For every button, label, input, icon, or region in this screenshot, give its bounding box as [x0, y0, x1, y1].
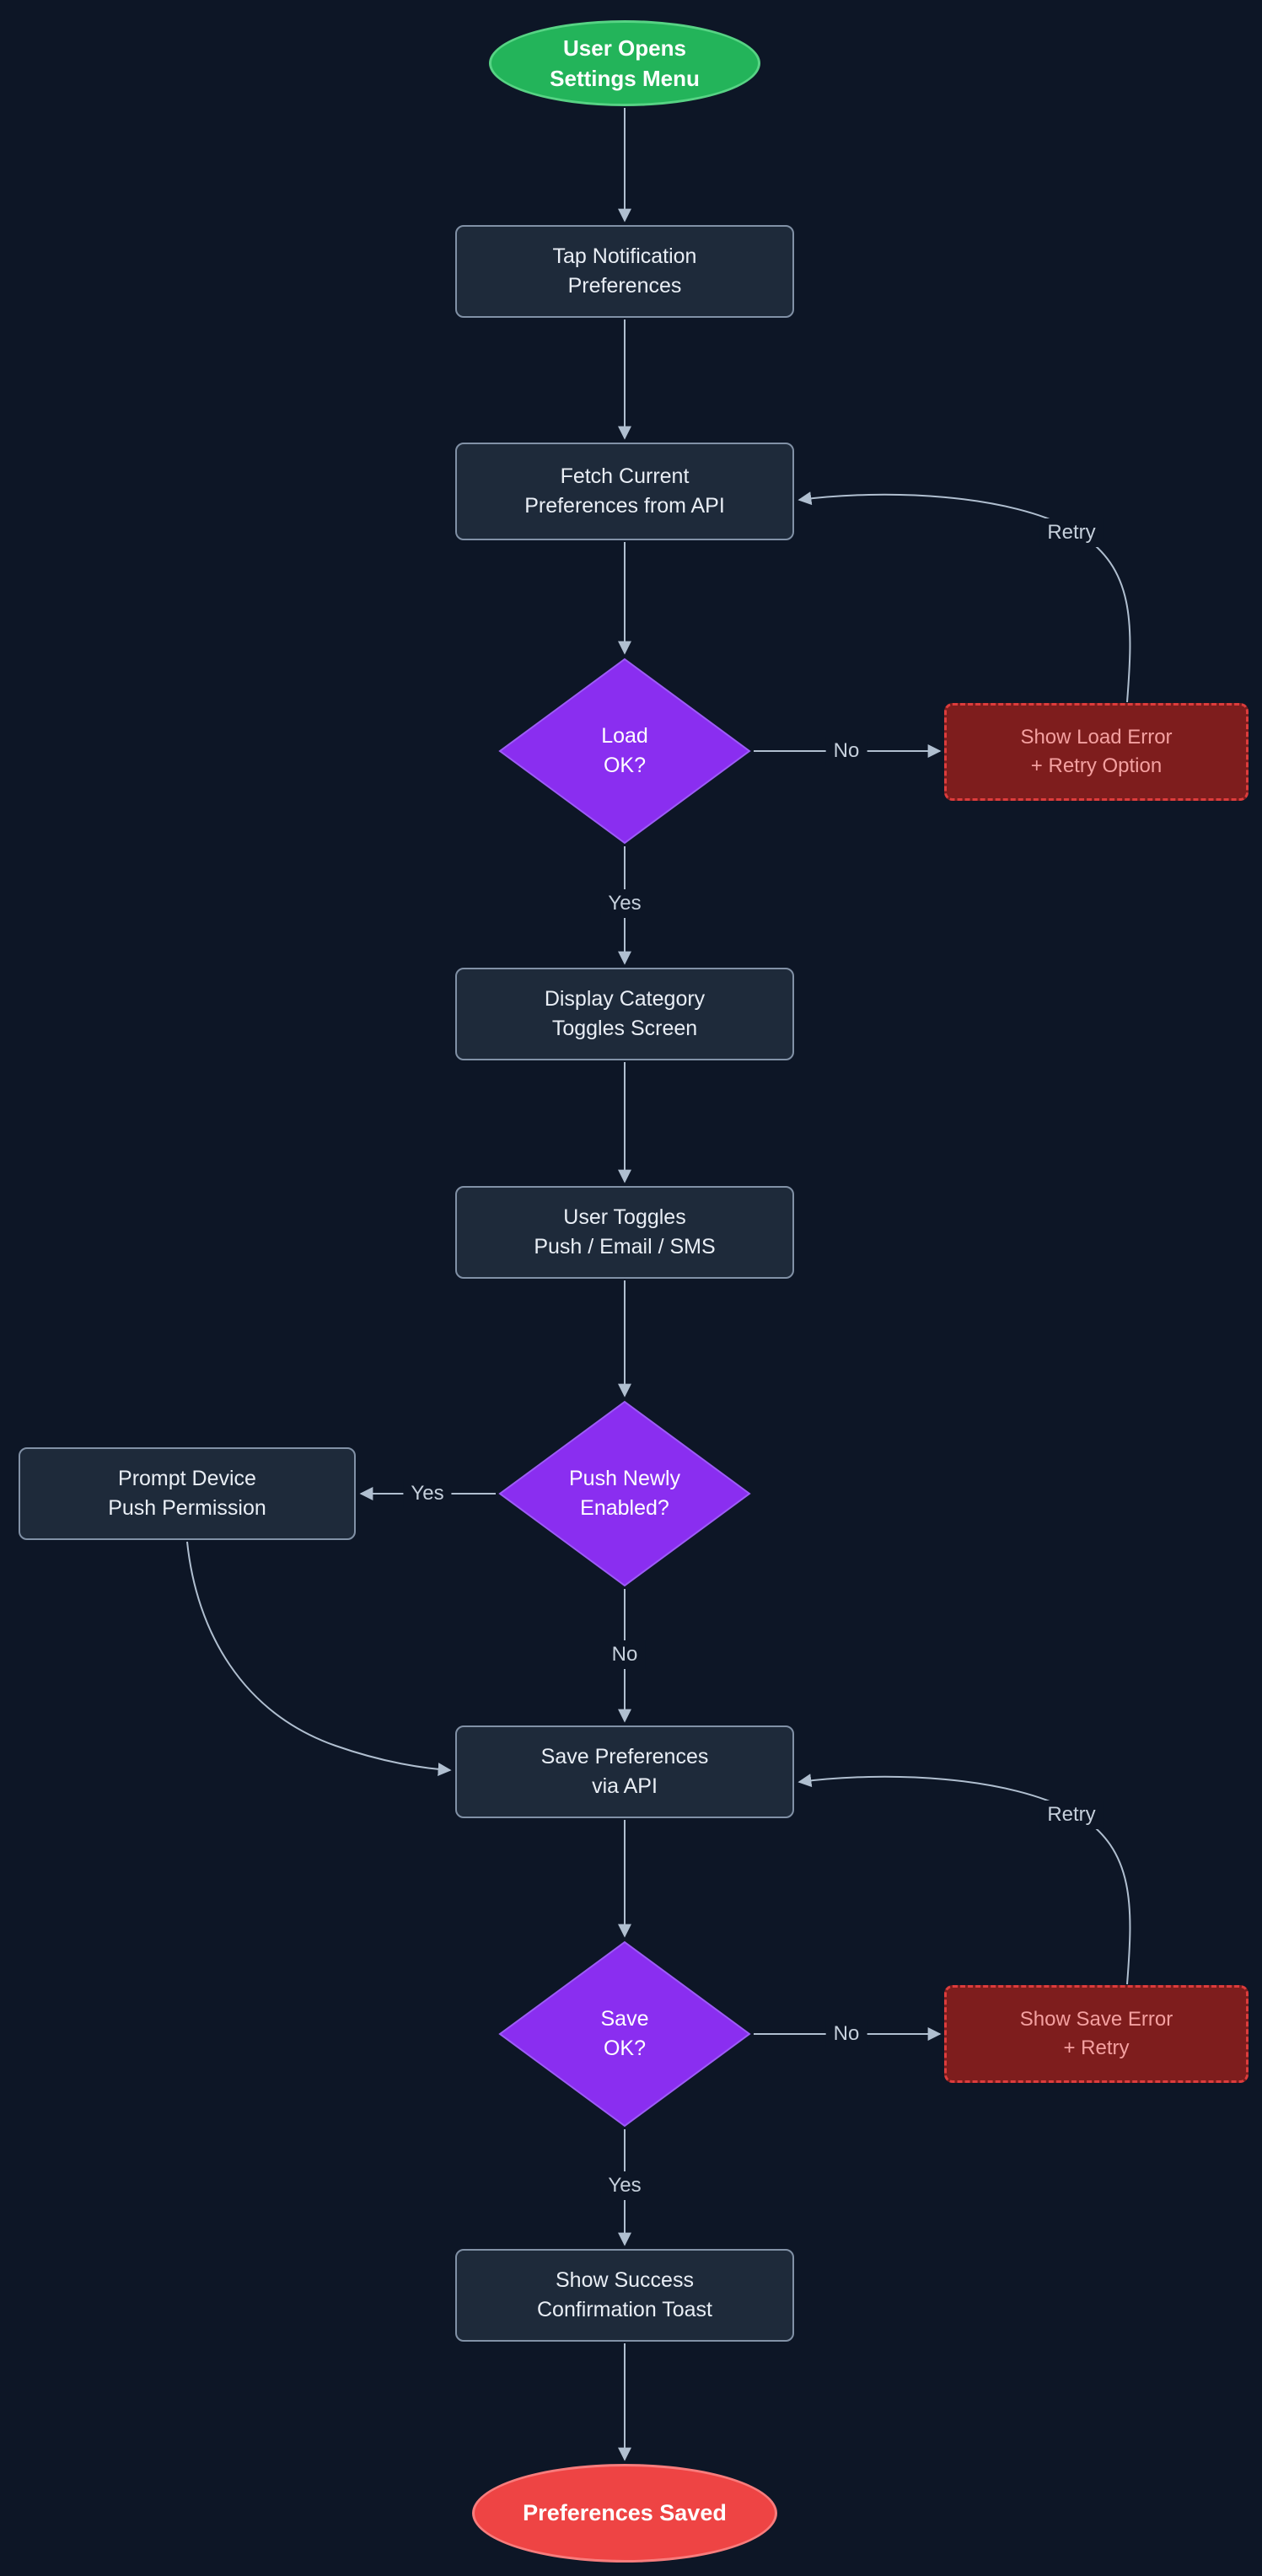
node-decision-save-ok: Save OK? [498, 1940, 751, 2128]
node-show-load-error: Show Load Error + Retry Option [944, 703, 1249, 801]
node-tap-notification-preferences: Tap Notification Preferences [455, 225, 794, 318]
edge-prompt-to-save [186, 1541, 452, 1777]
edge-label-no-save: No [825, 2020, 867, 2048]
node-display-toggles-screen: Display Category Toggles Screen [455, 968, 794, 1060]
node-save-ok-label: Save OK? [600, 2007, 649, 2060]
edge-label-retry-load: Retry [1039, 518, 1104, 547]
node-end: Preferences Saved [472, 2464, 777, 2563]
node-fetch-label: Fetch Current Preferences from API [524, 464, 725, 518]
node-save-preferences: Save Preferences via API [455, 1725, 794, 1818]
edge-label-yes-save: Yes [600, 2171, 649, 2200]
diamond-shape [498, 657, 751, 845]
edge-label-no-load: No [825, 737, 867, 765]
edge-label-yes-load: Yes [600, 889, 649, 918]
diamond-shape [498, 1400, 751, 1587]
node-start-label: User Opens Settings Menu [550, 35, 700, 91]
node-display-label: Display Category Toggles Screen [544, 987, 706, 1040]
node-user-toggles: User Toggles Push / Email / SMS [455, 1186, 794, 1279]
node-prompt-label: Prompt Device Push Permission [108, 1467, 266, 1520]
node-save-error-label: Show Save Error + Retry [1019, 2008, 1173, 2059]
edge-label-retry-save: Retry [1039, 1801, 1104, 1829]
node-end-label: Preferences Saved [523, 2499, 727, 2525]
node-decision-push-enabled: Push Newly Enabled? [498, 1400, 751, 1587]
node-save-label: Save Preferences via API [540, 1745, 709, 1798]
node-start: User Opens Settings Menu [489, 20, 760, 106]
node-success-toast: Show Success Confirmation Toast [455, 2249, 794, 2342]
node-fetch-preferences: Fetch Current Preferences from API [455, 443, 794, 540]
node-toast-label: Show Success Confirmation Toast [537, 2268, 712, 2321]
node-prompt-push-permission: Prompt Device Push Permission [19, 1447, 356, 1540]
node-tap-label: Tap Notification Preferences [552, 244, 697, 298]
node-toggles-label: User Toggles Push / Email / SMS [534, 1205, 716, 1258]
edge-label-yes-push: Yes [403, 1479, 452, 1508]
node-push-enabled-label: Push Newly Enabled? [569, 1467, 680, 1520]
diamond-shape [498, 1940, 751, 2128]
node-load-error-label: Show Load Error + Retry Option [1020, 726, 1173, 777]
node-show-save-error: Show Save Error + Retry [944, 1985, 1249, 2083]
node-load-ok-label: Load OK? [601, 724, 648, 777]
edge-label-no-push: No [604, 1640, 646, 1669]
node-decision-load-ok: Load OK? [498, 657, 751, 845]
